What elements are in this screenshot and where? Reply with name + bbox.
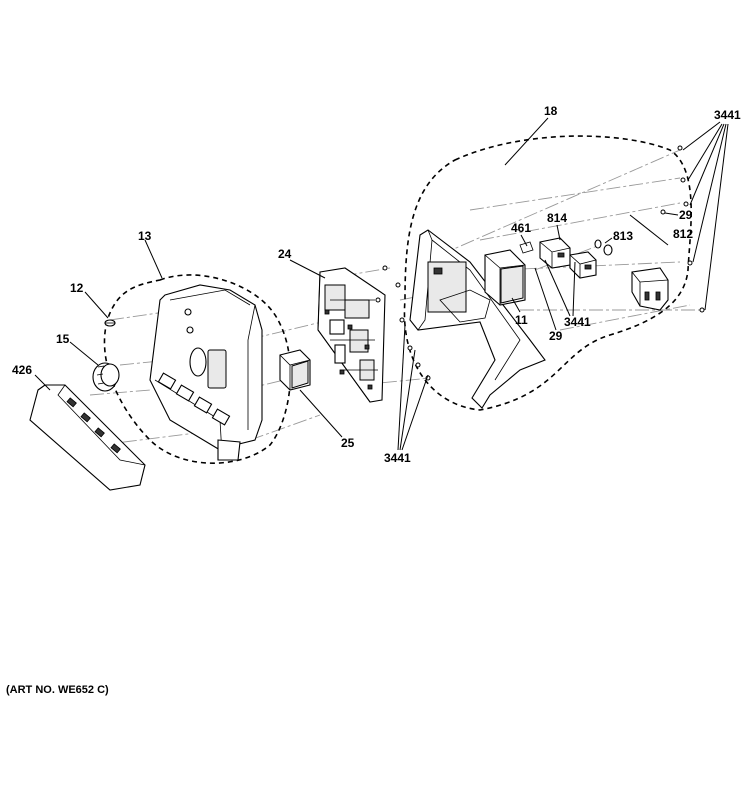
- callout-461: 461: [511, 221, 531, 235]
- callout-3441-mid: 3441: [564, 315, 591, 329]
- callout-29-top: 29: [679, 208, 693, 222]
- callout-13: 13: [138, 229, 152, 243]
- callout-29-mid: 29: [549, 329, 563, 343]
- callout-812: 812: [673, 227, 693, 241]
- callout-813: 813: [613, 229, 633, 243]
- leader-lines: [34, 117, 729, 451]
- callout-24: 24: [278, 247, 292, 261]
- part-15-knob: [92, 362, 120, 392]
- part-461-clip: [519, 241, 534, 254]
- callout-3441-bottom: 3441: [384, 451, 411, 465]
- callout-11: 11: [515, 313, 528, 327]
- part-24-circuit-board: [317, 267, 386, 403]
- callout-3441-top: 3441: [714, 108, 741, 122]
- callout-12: 12: [70, 281, 84, 295]
- callout-25: 25: [341, 436, 355, 450]
- part-11-bracket: [484, 249, 526, 306]
- part-25-block: [279, 349, 311, 391]
- part-814-connectors: [539, 237, 597, 279]
- art-number-caption: (ART NO. WE652 C): [6, 684, 109, 696]
- part-12-clip: [104, 319, 116, 327]
- screws-3441-right: [660, 145, 705, 313]
- group-outline-18: [403, 135, 692, 411]
- part-18-housing: [409, 229, 546, 409]
- callout-18: 18: [544, 104, 558, 118]
- callout-814: 814: [547, 211, 567, 225]
- group-outline-13: [103, 274, 292, 464]
- part-right-bracket: [631, 267, 669, 311]
- part-813-spring: [594, 239, 613, 256]
- part-426-bezel: [29, 384, 146, 491]
- part-13-control-panel: [149, 284, 263, 461]
- callout-426: 426: [12, 363, 32, 377]
- callout-15: 15: [56, 332, 70, 346]
